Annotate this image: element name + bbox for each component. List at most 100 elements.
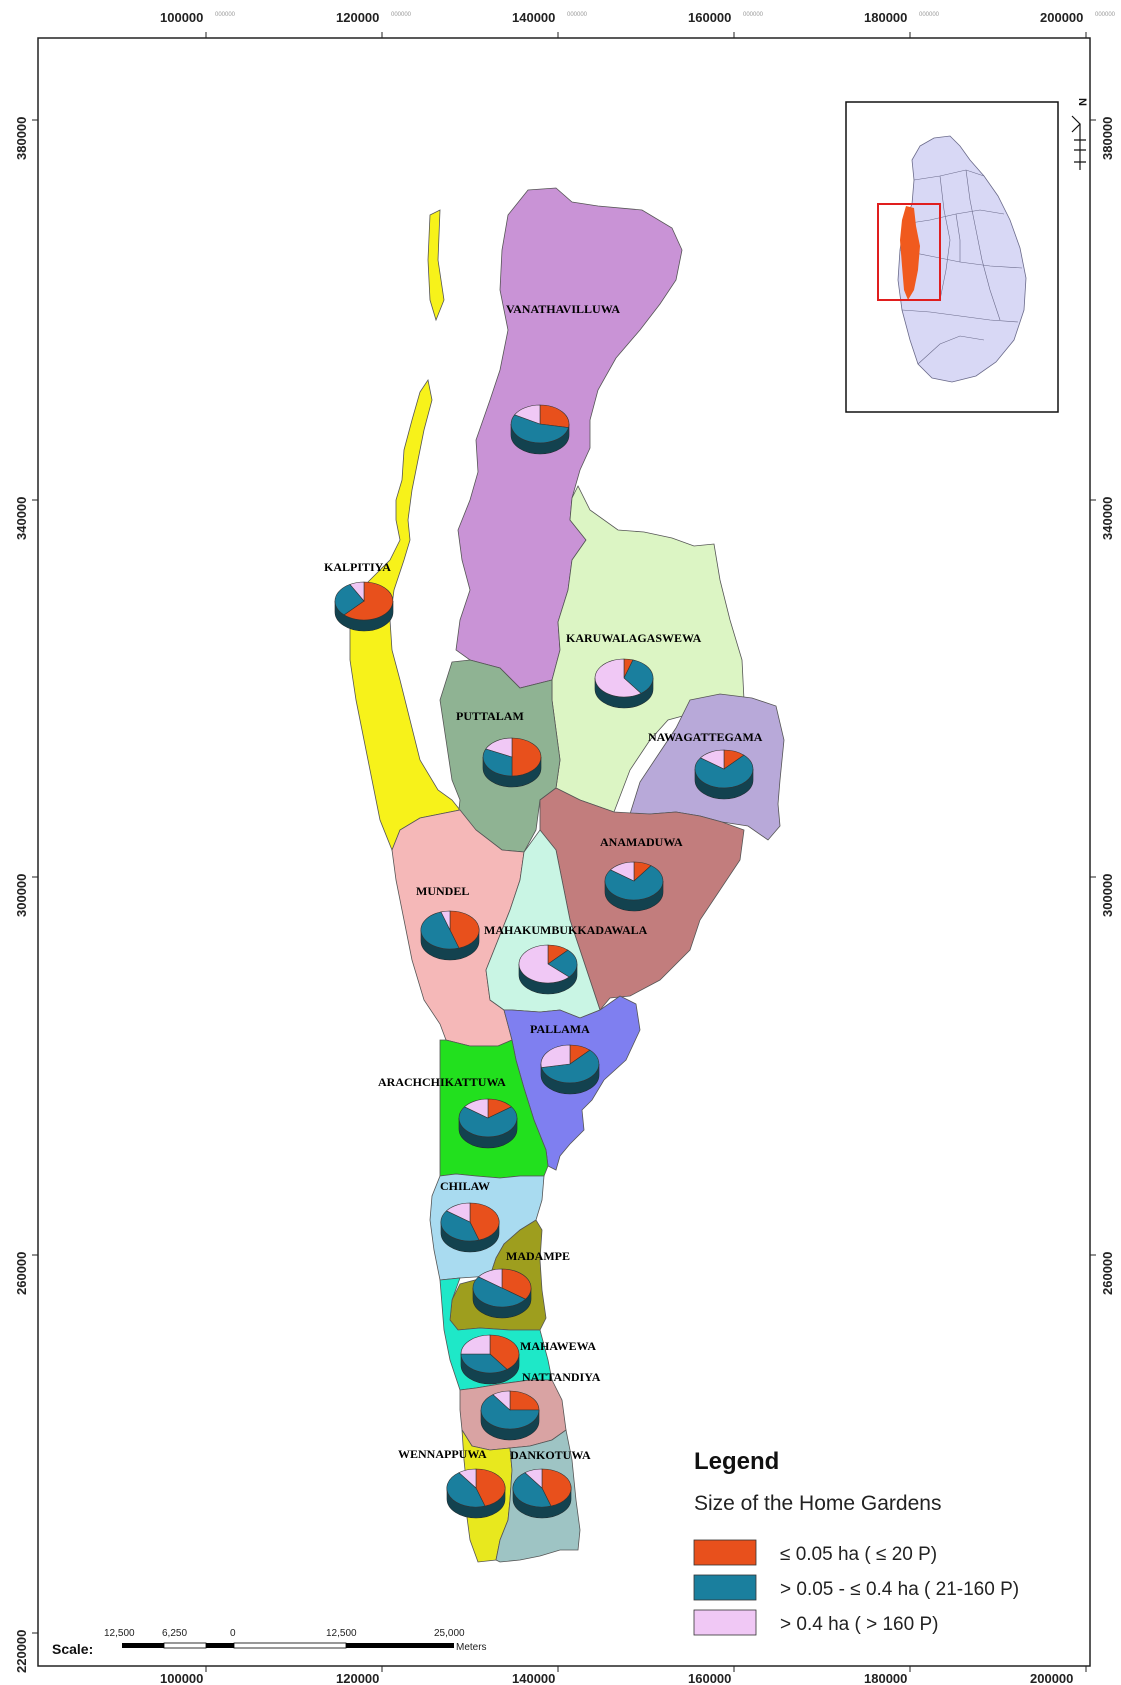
pie-slice-2 xyxy=(699,749,725,770)
pie-slice-1 xyxy=(440,1210,480,1242)
top-tick-suffix: 000000 xyxy=(919,12,940,18)
pie-side-shade xyxy=(447,1488,505,1518)
pie-slice-1 xyxy=(547,949,578,978)
label-vanathavilluwa: VANATHAVILLUWA xyxy=(506,302,620,316)
inset-map: N xyxy=(845,98,1088,413)
scale-unit: Meters xyxy=(456,1642,487,1653)
pie-slice-0 xyxy=(343,581,394,621)
label-mahawewa: MAHAWEWA xyxy=(520,1339,596,1353)
bottom-tick-label: 160000 xyxy=(688,1671,731,1685)
bottom-tick-label: 100000 xyxy=(160,1671,203,1685)
pie-slice-2 xyxy=(514,404,541,425)
top-tick-label: 100000 xyxy=(160,10,203,25)
pie-slice-0 xyxy=(539,404,570,428)
right-tick-label: 300000 xyxy=(1100,874,1115,917)
right-tick-label: 340000 xyxy=(1100,497,1115,540)
scale-bar: Scale: 12,500 6,250 0 12,500 25,000 Mete… xyxy=(52,1628,487,1657)
pie-side-shade xyxy=(481,1410,539,1440)
pie-puttalam xyxy=(482,737,542,788)
top-tick-suffix: 000000 xyxy=(1095,12,1116,18)
pie-slice-2 xyxy=(594,658,642,698)
pie-anamaduwa xyxy=(604,861,664,912)
pie-slice-2 xyxy=(445,1202,471,1223)
pie-side-shade xyxy=(483,757,541,787)
pie-slice-2 xyxy=(463,1098,489,1119)
legend-item-label: > 0.05 - ≤ 0.4 ha ( 21-160 P) xyxy=(780,1579,1019,1600)
left-tick-label: 300000 xyxy=(14,874,29,917)
legend-swatch xyxy=(693,1539,757,1566)
legend: Legend Size of the Home Gardens ≤ 0.05 h… xyxy=(693,1448,1019,1636)
pie-wennappuwa xyxy=(446,1468,506,1519)
top-tick-label: 200000 xyxy=(1040,10,1083,25)
pie-mahawewa xyxy=(460,1334,520,1385)
label-nawagattegama: NAWAGATTEGAMA xyxy=(648,730,763,744)
legend-title: Legend xyxy=(694,1448,779,1475)
pie-side-shade xyxy=(335,601,393,631)
label-arachchikattuwa: ARACHCHIKATTUWA xyxy=(378,1075,506,1089)
right-axis: 380000 340000 300000 260000 xyxy=(1090,117,1115,1295)
pie-slice-2 xyxy=(518,944,570,984)
pie-slice-1 xyxy=(694,754,754,789)
top-axis: 100000 120000 140000 160000 180000 20000… xyxy=(160,10,1116,38)
pie-side-shade xyxy=(441,1222,499,1252)
pie-side-shade xyxy=(541,1064,599,1094)
left-tick-label: 340000 xyxy=(14,497,29,540)
pie-side-shade xyxy=(695,769,753,799)
top-tick-suffix: 000000 xyxy=(743,12,764,18)
pie-slice-1 xyxy=(334,584,365,616)
label-wennappuwa: WENNAPPUWA xyxy=(398,1447,487,1461)
pie-side-shade xyxy=(461,1354,519,1384)
label-chilaw: CHILAW xyxy=(440,1179,490,1193)
pie-slice-0 xyxy=(511,737,542,777)
pie-slice-1 xyxy=(482,748,513,777)
left-tick-label: 260000 xyxy=(14,1252,29,1295)
pie-karuwalagaswewa xyxy=(594,658,654,709)
bottom-axis: 100000 120000 140000 160000 180000 20000… xyxy=(160,1666,1087,1685)
pie-side-shade xyxy=(513,1488,571,1518)
pie-slice-0 xyxy=(509,1390,540,1411)
pie-slice-2 xyxy=(485,737,513,758)
pie-chilaw xyxy=(440,1202,500,1253)
pie-slice-0 xyxy=(501,1268,532,1300)
right-tick-label: 380000 xyxy=(1100,117,1115,160)
pie-slice-2 xyxy=(492,1390,511,1411)
label-karuwalagaswewa: KARUWALAGASWEWA xyxy=(566,631,702,645)
legend-swatch xyxy=(693,1574,757,1601)
pie-slice-0 xyxy=(541,1468,572,1507)
top-tick-suffix: 000000 xyxy=(567,12,588,18)
north-arrow-icon: N xyxy=(1071,98,1088,170)
pie-arachchikattuwa xyxy=(458,1098,518,1149)
pie-side-shade xyxy=(511,424,569,454)
scale-label: Scale: xyxy=(52,1641,93,1657)
pie-slice-2 xyxy=(477,1268,503,1289)
pie-slice-2 xyxy=(540,1044,571,1068)
inset-boundaries xyxy=(899,169,1023,365)
bottom-tick-label: 140000 xyxy=(512,1671,555,1685)
left-tick-label: 380000 xyxy=(14,117,29,160)
bottom-tick-label: 180000 xyxy=(864,1671,907,1685)
pie-charts xyxy=(334,404,754,1519)
scale-tick-label: 25,000 xyxy=(434,1628,465,1639)
scale-tick-label: 12,500 xyxy=(104,1628,135,1639)
pie-slice-0 xyxy=(489,1334,520,1370)
pie-slice-1 xyxy=(420,911,460,950)
label-nattandiya: NATTANDIYA xyxy=(522,1370,601,1384)
pie-pallama xyxy=(540,1044,600,1095)
top-tick-label: 140000 xyxy=(512,10,555,25)
pie-slice-2 xyxy=(349,581,365,602)
legend-item-label: ≤ 0.05 ha ( ≤ 20 P) xyxy=(780,1544,937,1565)
top-tick-suffix: 000000 xyxy=(391,12,412,18)
region-karuwalagaswewa xyxy=(551,485,745,813)
label-puttalam: PUTTALAM xyxy=(456,709,524,723)
scale-tick-label: 0 xyxy=(230,1628,236,1639)
pie-slice-0 xyxy=(449,910,480,949)
district-labels: VANATHAVILLUWA KALPITIYA KARUWALAGASWEWA… xyxy=(324,302,763,1462)
pie-slice-1 xyxy=(510,414,569,444)
legend-swatch xyxy=(693,1609,757,1636)
pie-mahakumbukkadawala xyxy=(518,944,578,995)
pie-slice-1 xyxy=(446,1472,486,1508)
pie-dankotuwa xyxy=(512,1468,572,1519)
bottom-tick-label: 200000 xyxy=(1030,1671,1073,1685)
district-polygons xyxy=(349,187,785,1563)
pie-side-shade xyxy=(459,1118,517,1148)
